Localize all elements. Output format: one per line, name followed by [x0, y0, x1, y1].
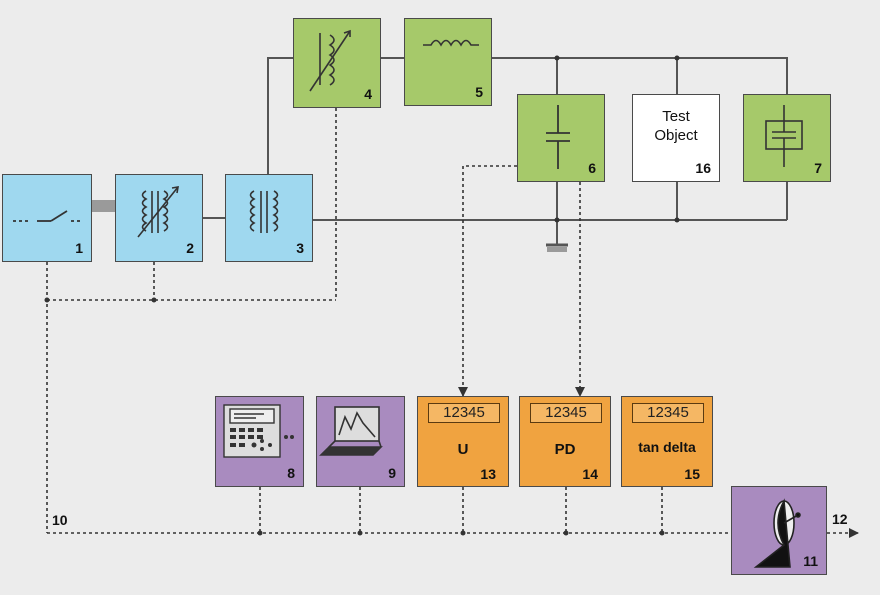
coupling-element-icon [765, 105, 803, 167]
block-number: 1 [75, 240, 83, 256]
meter-label: U [457, 441, 469, 458]
antenna-icon [753, 498, 801, 568]
meter-label: tan delta [638, 439, 696, 455]
test-object-label: Test Object [633, 107, 719, 145]
block-number: 9 [388, 465, 396, 481]
block-number: 13 [480, 466, 496, 482]
bus-label: 10 [52, 512, 68, 528]
switch-icon [13, 210, 83, 222]
block-11-antenna: 11 [731, 486, 827, 575]
laptop-icon [319, 406, 383, 456]
variable-inductor-icon [309, 29, 351, 92]
test-object-line-1: Test [662, 108, 690, 125]
variable-transformer-icon [137, 186, 179, 238]
test-object-line-2: Object [654, 127, 698, 144]
power-wiring [92, 57, 788, 247]
block-number: 16 [695, 160, 711, 176]
block-1-switch: 1 [2, 174, 92, 262]
block-number: 7 [814, 160, 822, 176]
block-5-inductor: 5 [404, 18, 492, 106]
block-2-variable-transformer: 2 [115, 174, 203, 262]
output-label: 12 [832, 511, 848, 527]
block-number: 5 [475, 84, 483, 100]
block-8-control-unit: 8 [215, 396, 304, 487]
inductor-icon [423, 39, 479, 47]
capacitor-icon [546, 105, 570, 169]
meter-display: 12345 [428, 403, 500, 423]
block-number: 11 [803, 553, 818, 569]
block-4-variable-inductor: 4 [293, 18, 381, 108]
block-number: 2 [186, 240, 194, 256]
junction-dots [44, 55, 680, 536]
block-3-transformer: 3 [225, 174, 313, 262]
meter-label: PD [554, 441, 576, 458]
block-6-capacitor: 6 [517, 94, 605, 182]
block-7-coupling-element: 7 [743, 94, 831, 182]
block-number: 3 [296, 240, 304, 256]
block-15-tan-delta-meter: 12345 tan delta 15 [621, 396, 713, 487]
meter-display: 12345 [530, 403, 602, 423]
block-16-test-object: Test Object 16 [632, 94, 720, 182]
ground-block [547, 247, 567, 252]
transformer-icon [249, 190, 279, 233]
control-unit-icon [223, 404, 294, 458]
block-9-laptop: 9 [316, 396, 405, 487]
block-number: 8 [287, 465, 295, 481]
block-14-pd-meter: 12345 PD 14 [519, 396, 611, 487]
block-number: 4 [364, 86, 372, 102]
block-number: 6 [588, 160, 596, 176]
block-13-voltage-meter: 12345 U 13 [417, 396, 509, 487]
meter-display: 12345 [632, 403, 704, 423]
block-number: 15 [684, 466, 700, 482]
block-number: 14 [582, 466, 598, 482]
signal-wiring [46, 108, 859, 538]
